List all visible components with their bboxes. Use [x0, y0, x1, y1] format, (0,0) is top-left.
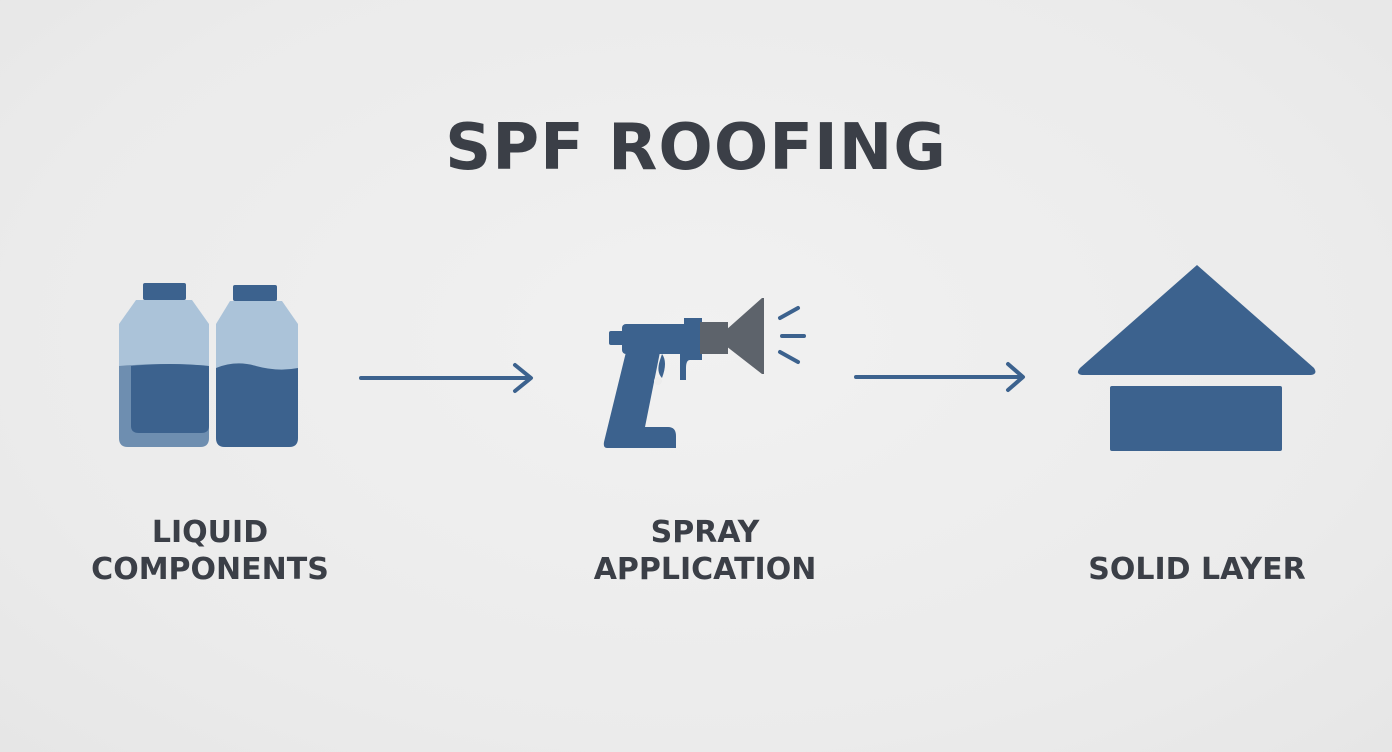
step-label-solid-layer: SOLID LAYER	[1047, 551, 1347, 588]
step-label-line: APPLICATION	[593, 552, 817, 587]
step-label-line: COMPONENTS	[91, 552, 329, 587]
liquid-bottles-icon	[119, 283, 298, 447]
roof-house-icon	[1077, 265, 1316, 451]
step-label-line: SPRAY	[650, 515, 760, 550]
arrow-right-icon	[359, 363, 533, 393]
step-label-spray-application: SPRAY APPLICATION	[555, 514, 855, 588]
step-label-liquid-components: LIQUID COMPONENTS	[60, 514, 360, 588]
arrow-right-icon	[854, 362, 1025, 392]
page-title: SPF ROOFING	[445, 111, 947, 185]
spray-gun-icon	[603, 298, 806, 448]
step-label-line: LIQUID	[151, 515, 269, 550]
step-label-line: SOLID LAYER	[1088, 552, 1306, 587]
